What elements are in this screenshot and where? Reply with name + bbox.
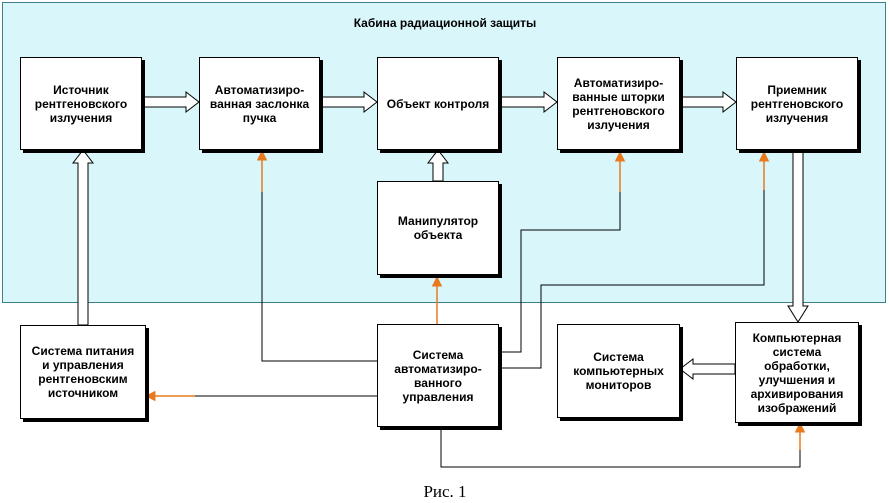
flow-arrow-processing-to-monitors	[679, 357, 736, 381]
block-xray-receiver: Приемник рентгеновского излучения	[736, 57, 858, 150]
cabin-title: Кабина радиационной защиты	[353, 16, 537, 30]
block-test-object: Объект контроля	[377, 57, 499, 150]
block-auto-curtains: Автоматизиро- ванные шторки рентгеновско…	[557, 57, 680, 150]
control-line-to-processing	[440, 427, 801, 468]
block-power-control: Система питания и управления рентгеновск…	[20, 325, 146, 419]
flow-arrow-source-to-shutter	[141, 90, 200, 114]
figure-caption: Рис. 1	[423, 482, 467, 501]
control-line-to-receiver	[499, 190, 765, 369]
block-processing: Компьютерная система обработки, улучшени…	[735, 322, 859, 423]
block-manipulator: Манипулятор объекта	[377, 181, 499, 275]
flow-arrow-power-to-source	[71, 149, 95, 326]
flow-arrow-curtains-to-receiver	[679, 90, 737, 114]
flow-arrow-manipulator-to-object	[426, 149, 450, 182]
control-line-to-shutter	[261, 192, 377, 362]
block-auto-control: Система автоматизиро- ванного управления	[377, 324, 499, 427]
flow-arrow-object-to-curtains	[498, 90, 558, 114]
control-line-to-curtains	[499, 192, 621, 353]
block-auto-shutter: Автоматизиро- ванная заслонка пучка	[199, 57, 320, 150]
block-xray-source: Источник рентгеновского излучения	[20, 57, 142, 150]
block-monitors: Система компьютерных мониторов	[557, 324, 680, 418]
flow-arrow-shutter-to-object	[319, 90, 378, 114]
flow-arrow-receiver-to-processing	[787, 149, 809, 323]
